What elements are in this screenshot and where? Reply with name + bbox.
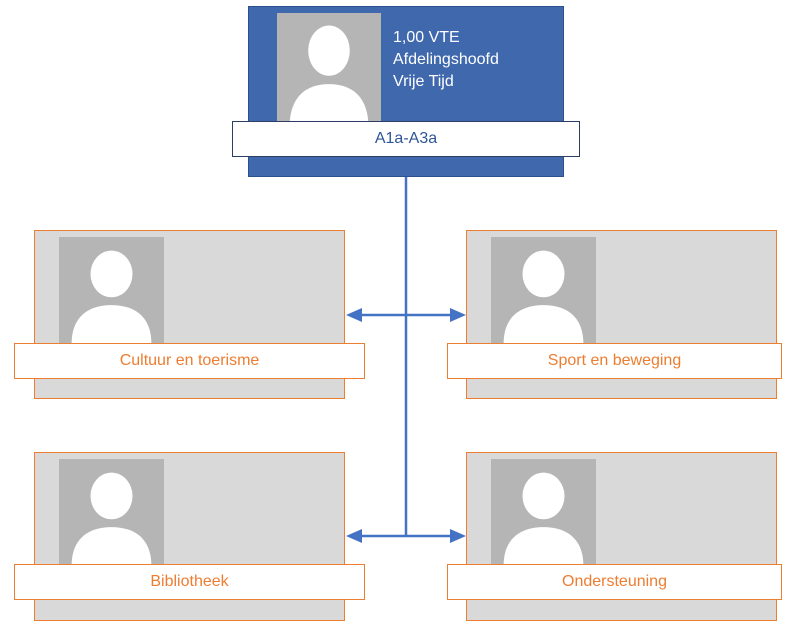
unit-label-ondersteuning: Ondersteuning bbox=[447, 564, 782, 600]
unit-label-sport: Sport en beweging bbox=[447, 343, 782, 379]
person-placeholder-icon bbox=[59, 459, 164, 566]
arrow-right-icon bbox=[450, 529, 466, 543]
head-title-line2: Vrije Tijd bbox=[393, 73, 454, 90]
person-placeholder-icon bbox=[491, 459, 596, 566]
person-placeholder-icon bbox=[277, 13, 381, 128]
arrow-left-icon bbox=[346, 308, 362, 322]
person-placeholder-icon bbox=[491, 237, 596, 344]
person-placeholder-icon bbox=[59, 237, 164, 344]
head-title-line1: Afdelingshoofd bbox=[393, 51, 499, 68]
arrow-right-icon bbox=[450, 308, 466, 322]
unit-label-bibliotheek: Bibliotheek bbox=[14, 564, 365, 600]
head-fte: 1,00 VTE bbox=[393, 29, 460, 46]
head-grade-label: A1a-A3a bbox=[232, 121, 580, 157]
head-details: 1,00 VTE Afdelingshoofd Vrije Tijd bbox=[393, 27, 499, 93]
arrow-left-icon bbox=[346, 529, 362, 543]
unit-label-cultuur: Cultuur en toerisme bbox=[14, 343, 365, 379]
